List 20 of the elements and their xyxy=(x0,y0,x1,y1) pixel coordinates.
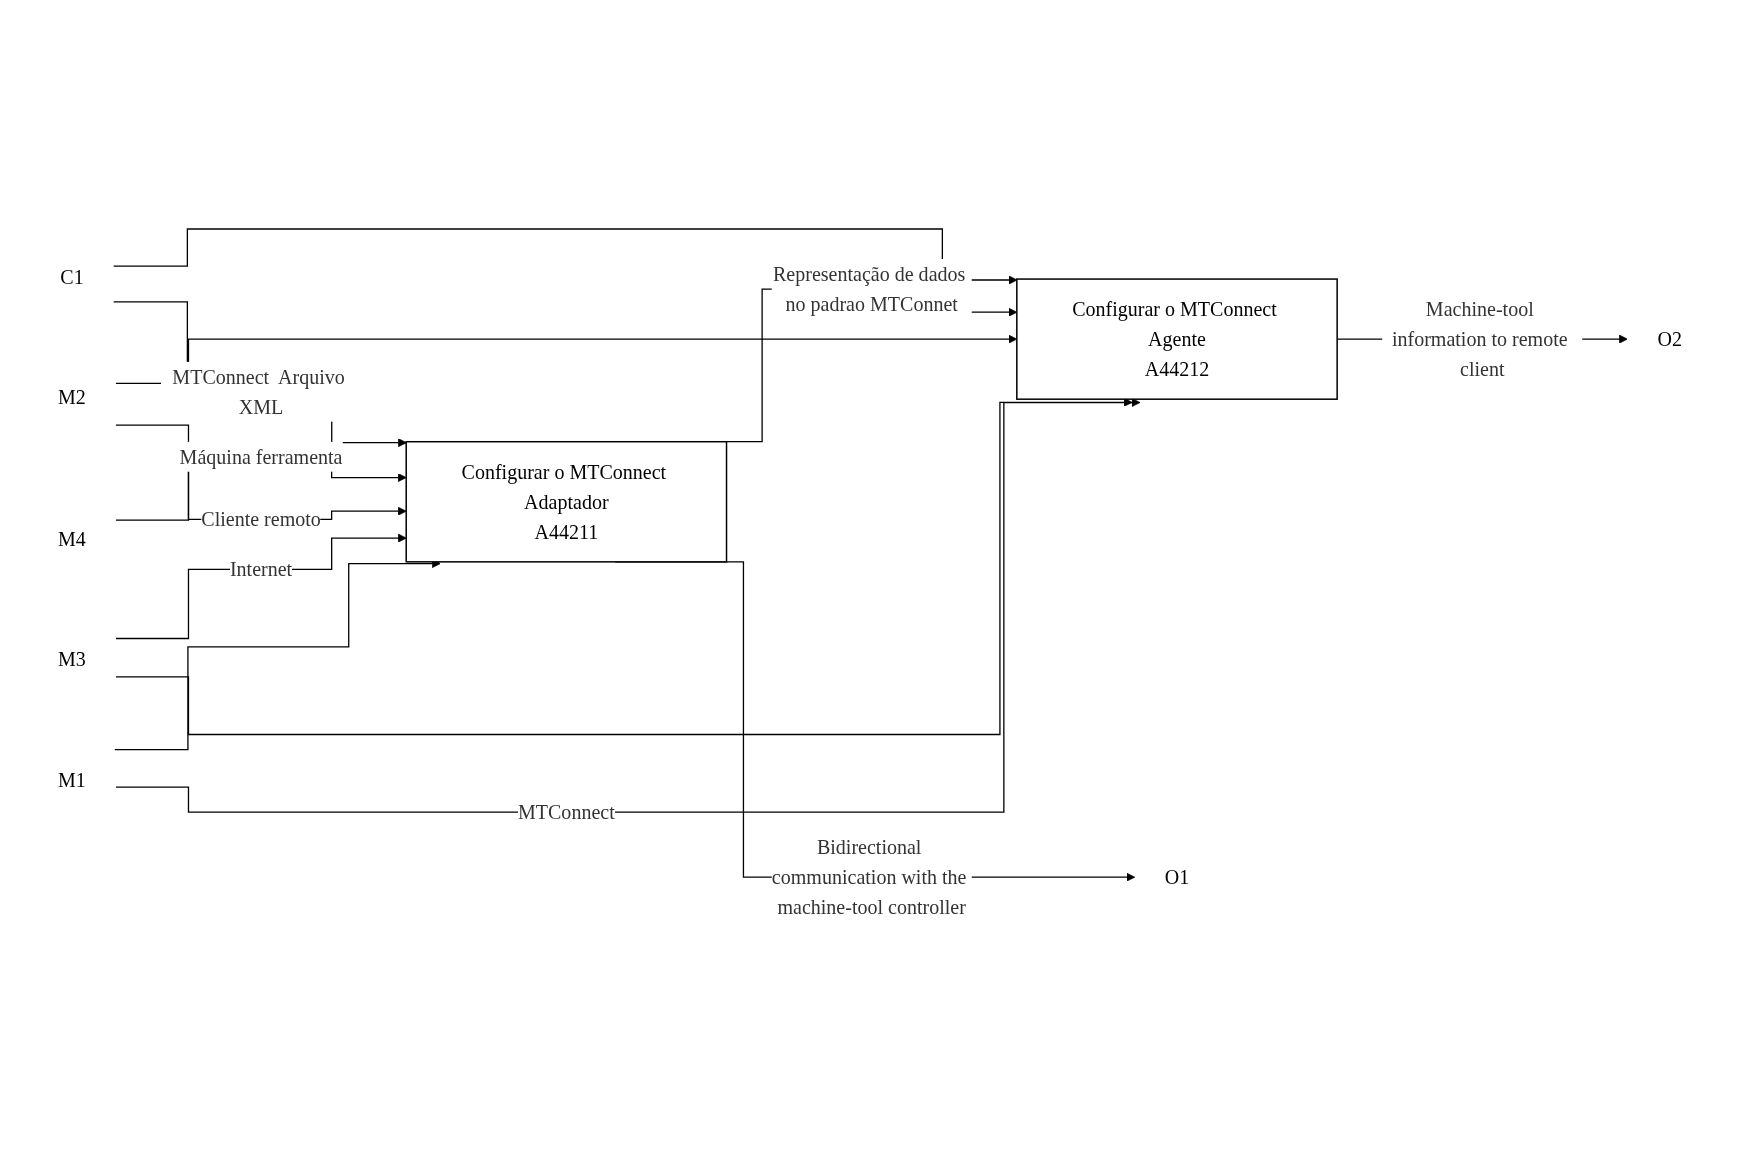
edge-label: Cliente remoto xyxy=(200,508,321,531)
node-text: M4 xyxy=(57,528,86,551)
arrow xyxy=(112,301,407,448)
node-box: Configurar o MTConnect Agente A44212 xyxy=(1015,278,1338,401)
node-box: Configurar o MTConnect Adaptador A44211 xyxy=(404,441,727,563)
edge-label: Máquina ferramenta xyxy=(179,446,342,469)
node-text: O1 xyxy=(1164,866,1189,889)
node-text: M1 xyxy=(57,768,86,791)
edge-label: Representação de dados no padrao MTConnet xyxy=(772,263,965,316)
node-text: M2 xyxy=(57,386,86,409)
arrow xyxy=(112,228,1017,285)
edge-label: Bidirectional communication with the machine-tool controller xyxy=(771,836,966,919)
node-text: O2 xyxy=(1656,328,1682,351)
edge-label: Internet xyxy=(229,558,292,581)
edge-label: MTConnect xyxy=(517,801,615,824)
arrow xyxy=(114,335,1017,385)
edge-label: MTConnect Arquivo XML xyxy=(171,366,345,419)
node-text: C1 xyxy=(59,265,84,288)
node-text: M3 xyxy=(57,648,86,671)
edge-label: Machine-tool information to remote client xyxy=(1391,298,1568,381)
